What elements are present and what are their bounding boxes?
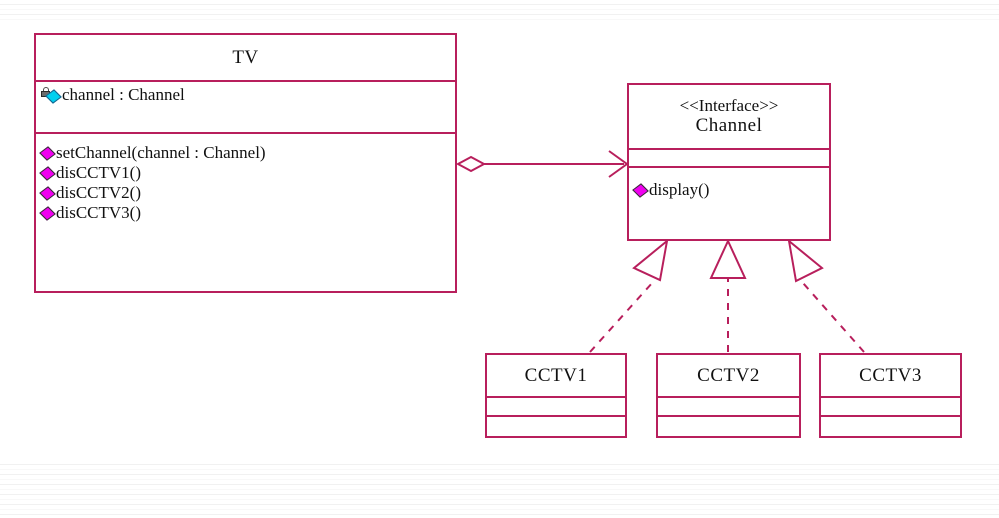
public-operation-icon — [41, 186, 55, 200]
attributes-compartment-cctv1 — [487, 396, 625, 415]
operation-row[interactable]: setChannel(channel : Channel) — [36, 143, 455, 163]
class-box-cctv1[interactable]: CCTV1 — [485, 353, 627, 438]
operations-compartment-channel: display() — [629, 166, 829, 239]
public-operation-icon — [41, 206, 55, 220]
class-name-compartment-cctv2: CCTV2 — [658, 355, 799, 396]
operation-label: display() — [649, 180, 710, 199]
class-name-channel: Channel — [695, 115, 763, 137]
class-box-tv[interactable]: TV channel : Channel setChannel(channel … — [34, 33, 457, 293]
class-name-tv: TV — [232, 46, 259, 68]
operations-compartment-cctv2 — [658, 415, 799, 436]
operations-compartment-cctv1 — [487, 415, 625, 436]
operations-compartment-cctv3 — [821, 415, 960, 436]
operation-row[interactable]: disCCTV1() — [36, 163, 455, 183]
operation-label: disCCTV1() — [56, 163, 141, 183]
class-box-channel[interactable]: <<Interface>> Channel display() — [627, 83, 831, 241]
attributes-compartment-cctv3 — [821, 396, 960, 415]
operation-row[interactable]: display() — [629, 180, 829, 200]
operation-label: disCCTV2() — [56, 183, 141, 203]
class-box-cctv3[interactable]: CCTV3 — [819, 353, 962, 438]
operation-label: setChannel(channel : Channel) — [56, 143, 266, 162]
class-name-cctv2: CCTV2 — [697, 364, 760, 386]
class-name-cctv3: CCTV3 — [859, 364, 922, 386]
class-box-cctv2[interactable]: CCTV2 — [656, 353, 801, 438]
attributes-compartment-tv: channel : Channel — [36, 80, 455, 132]
attribute-row[interactable]: channel : Channel — [36, 85, 455, 105]
attribute-label: channel : Channel — [62, 85, 185, 104]
public-operation-icon — [41, 166, 55, 180]
class-name-compartment-channel: <<Interface>> Channel — [629, 85, 829, 148]
private-attribute-icon — [41, 87, 62, 104]
class-name-compartment-cctv1: CCTV1 — [487, 355, 625, 396]
attributes-compartment-cctv2 — [658, 396, 799, 415]
class-stereotype-channel: <<Interface>> — [679, 95, 779, 115]
public-operation-icon — [634, 183, 648, 197]
operation-row[interactable]: disCCTV2() — [36, 183, 455, 203]
operations-compartment-tv: setChannel(channel : Channel) disCCTV1()… — [36, 132, 455, 291]
operation-label: disCCTV3() — [56, 203, 141, 223]
attributes-compartment-channel — [629, 148, 829, 166]
public-operation-icon — [41, 146, 55, 160]
operation-row[interactable]: disCCTV3() — [36, 203, 455, 223]
class-name-compartment-cctv3: CCTV3 — [821, 355, 960, 396]
class-name-compartment-tv: TV — [36, 35, 455, 80]
class-name-cctv1: CCTV1 — [524, 364, 588, 386]
